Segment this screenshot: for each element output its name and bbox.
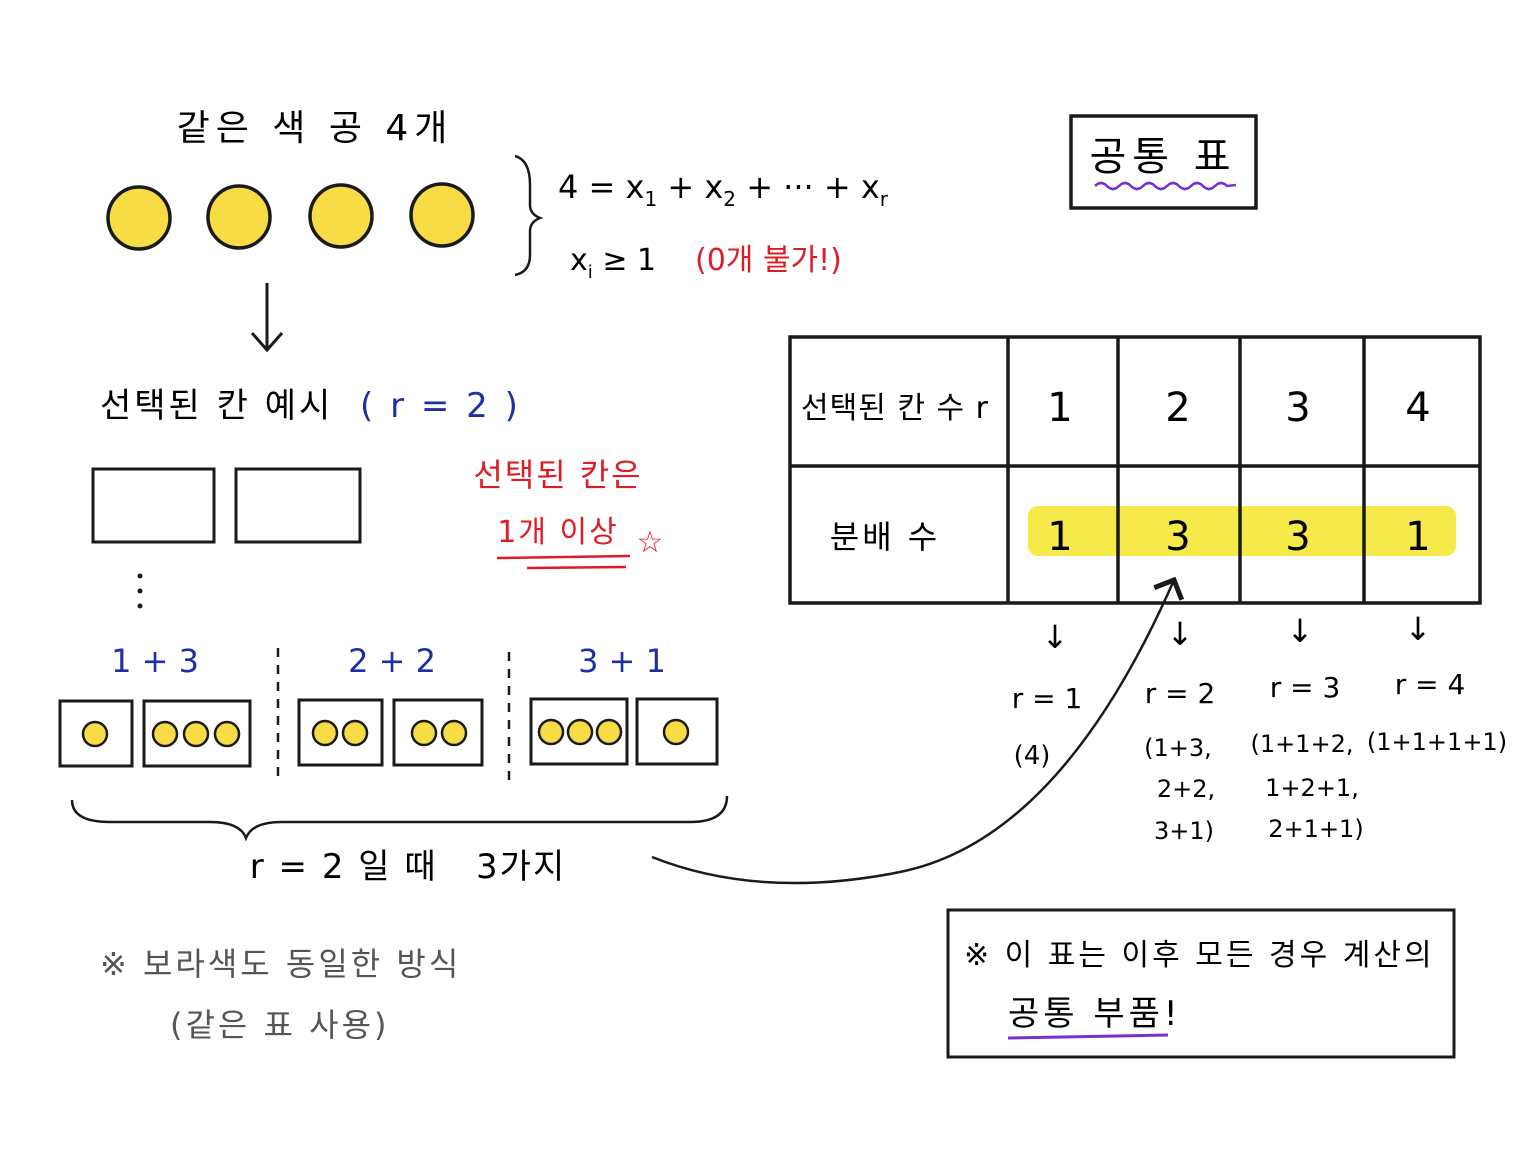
down-arrow-icon: ↓ [1405, 610, 1432, 648]
count-cell: 1 [1405, 514, 1430, 560]
case-line: 1+2+1, [1265, 774, 1359, 802]
red-underline [526, 565, 627, 570]
curved-arrow-icon [651, 576, 1185, 885]
r-value-cell: 2 [1165, 385, 1190, 431]
ball [182, 720, 210, 748]
split-3-1 [529, 697, 719, 766]
bottom-note-line1: ※ 이 표는 이후 모든 경우 계산의 [964, 938, 1435, 973]
case-line: 3+1) [1154, 817, 1214, 845]
ball [566, 718, 594, 746]
ball [151, 720, 179, 748]
empty-cell [234, 467, 362, 544]
split-cell [142, 699, 252, 768]
table-frame [788, 335, 1482, 605]
purple-note-line2: (같은 표 사용) [170, 1006, 390, 1044]
count-highlight [1028, 506, 1456, 556]
split-brace [70, 795, 729, 842]
split-label: 1 + 3 [111, 642, 199, 680]
red-star-icon: ☆ [637, 525, 664, 560]
r-value-cell: 3 [1285, 385, 1310, 431]
ball [81, 720, 109, 748]
bottom-note-line2: 공통 부품! [1008, 994, 1182, 1034]
ball [440, 719, 468, 747]
constraint-line: xi ≥ 1 [570, 243, 656, 283]
case-line: (4) [1014, 741, 1051, 771]
empty-cell [91, 467, 216, 544]
row-header-r: 선택된 칸 수 r [801, 391, 989, 426]
example-title: 선택된 칸 예시 [100, 386, 333, 426]
balls-title: 같은 색 공 4개 [177, 108, 454, 149]
split-cell [392, 698, 484, 767]
bottom-note-box [946, 908, 1456, 1059]
down-arrow-icon: ↓ [1287, 612, 1314, 650]
ball [537, 718, 565, 746]
case-line: (1+1+1+1) [1367, 728, 1507, 756]
constraint-note: (0개 불가!) [695, 243, 842, 278]
down-arrowhead-icon [250, 332, 284, 353]
split-1-3 [58, 699, 252, 768]
case-line: (1+3, [1144, 734, 1212, 762]
common-table-title: 공통 표 [1089, 134, 1236, 180]
case-r1: r = 1 (4) [1012, 682, 1083, 771]
split-label: 2 + 2 [348, 642, 436, 680]
brace-caption: r = 2 일 때 3가지 [250, 847, 567, 887]
split-cell [297, 698, 384, 767]
purple-note-line1: ※ 보라색도 동일한 방식 [100, 945, 461, 983]
purple-underline [1007, 1033, 1169, 1040]
case-r4: r = 4 (1+1+1+1) [1367, 668, 1507, 756]
red-note-line1: 선택된 칸은 [473, 456, 642, 494]
ball [595, 718, 623, 746]
ball-row [106, 182, 475, 251]
red-note-line2: 1개 이상 [497, 515, 618, 550]
equation-line: 4 = x1 + x2 + ··· + xr [558, 168, 889, 211]
case-label: r = 1 [1012, 682, 1083, 715]
ball [213, 720, 241, 748]
case-line: 2+2, [1157, 775, 1215, 803]
example-r: ( r = 2 ) [360, 386, 521, 426]
ball [662, 718, 690, 746]
split-cell [58, 699, 134, 768]
case-label: r = 3 [1270, 671, 1341, 704]
count-cell: 1 [1047, 514, 1072, 560]
equation-brace [514, 154, 544, 277]
case-line: 2+1+1) [1268, 815, 1363, 843]
case-label: r = 2 [1145, 677, 1216, 710]
count-cell: 3 [1285, 514, 1310, 560]
ball [409, 182, 475, 248]
distribution-table: 선택된 칸 수 r 분배 수 1 2 3 4 1 3 3 1 [788, 335, 1482, 605]
common-table-title-box [1069, 114, 1258, 210]
ball [311, 719, 339, 747]
count-cell: 3 [1165, 514, 1190, 560]
ball [106, 185, 172, 251]
case-r2: r = 2 (1+3, 2+2, 3+1) [1144, 677, 1215, 845]
row-header-count: 분배 수 [830, 518, 941, 556]
case-r3: r = 3 (1+1+2, 1+2+1, 2+1+1) [1250, 671, 1363, 843]
vertical-dots [137, 573, 143, 609]
split-cell [635, 697, 719, 766]
ball [308, 183, 374, 249]
purple-wavy-underline [1094, 181, 1237, 191]
split-cell [529, 697, 629, 766]
ball [341, 719, 369, 747]
split-label: 3 + 1 [578, 642, 666, 680]
case-line: (1+1+2, [1250, 730, 1353, 758]
ball [410, 719, 438, 747]
r-value-cell: 4 [1405, 385, 1430, 431]
r-value-cell: 1 [1047, 385, 1072, 431]
red-underline [496, 554, 631, 560]
ball [206, 184, 272, 250]
case-label: r = 4 [1395, 668, 1466, 701]
down-arrow-icon: ↓ [1042, 618, 1069, 656]
split-2-2 [297, 698, 484, 767]
down-arrow-icon: ↓ [1167, 615, 1194, 653]
